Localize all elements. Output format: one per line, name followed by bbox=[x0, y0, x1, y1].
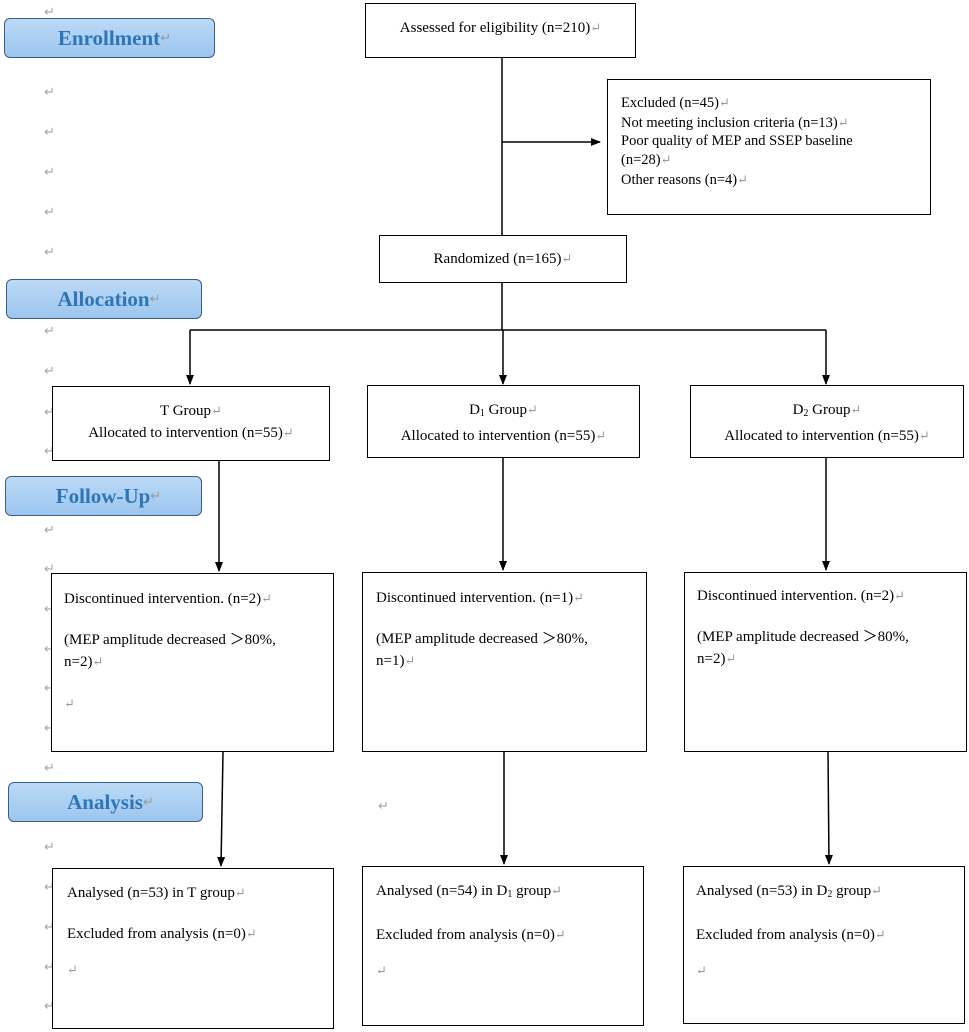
return-mark: ↵ bbox=[44, 601, 55, 616]
d1-group-analysis-box: Analysed (n=54) in D1 group ↵ Excluded fr… bbox=[362, 866, 644, 1026]
stage-enrollment: Enrollment↵ bbox=[4, 18, 215, 58]
arrow-d2-to-analysis bbox=[824, 751, 833, 865]
return-mark: ↵ bbox=[44, 363, 55, 378]
stage-enrollment-label: Enrollment bbox=[57, 25, 161, 50]
d2-group-followup-box: Discontinued intervention. (n=2)↵ (MEP a… bbox=[684, 572, 967, 752]
arrow-t-to-analysis bbox=[217, 751, 226, 867]
d2-group-analysed: Analysed (n=53) in D2 group bbox=[696, 883, 872, 900]
return-mark: ↵ bbox=[44, 959, 55, 974]
d2-group-name: D2 Group bbox=[792, 402, 851, 419]
return-mark: ↵ bbox=[64, 696, 75, 711]
t-group-discontinued: Discontinued intervention. (n=2) bbox=[64, 591, 262, 607]
d1-group-reason: (MEP amplitude decreased ＞80%, bbox=[376, 631, 588, 647]
t-group-reason-count: n=2) bbox=[64, 654, 93, 670]
d1-group-allocated: Allocated to intervention (n=55) bbox=[400, 428, 596, 444]
return-mark: ↵ bbox=[44, 323, 55, 338]
return-mark: ↵ bbox=[44, 164, 55, 179]
return-mark: ↵ bbox=[44, 760, 55, 775]
t-group-followup-box: Discontinued intervention. (n=2) ↵ (MEP a… bbox=[51, 573, 334, 752]
t-group-allocated: Allocated to intervention (n=55) bbox=[88, 425, 283, 441]
return-mark: ↵ bbox=[378, 798, 389, 813]
excluded-box: Excluded (n=45)↵ Not meeting inclusion c… bbox=[607, 79, 931, 215]
return-mark: ↵ bbox=[44, 84, 55, 99]
return-mark: ↵ bbox=[376, 963, 387, 978]
t-group-reason: (MEP amplitude decreased ＞80%, bbox=[64, 632, 276, 648]
stage-analysis-label: Analysis bbox=[67, 789, 143, 814]
d1-group-excluded-analysis: Excluded from analysis (n=0) bbox=[376, 927, 555, 943]
t-group-excluded-analysis: Excluded from analysis (n=0) bbox=[67, 926, 246, 942]
stage-follow-up: Follow-Up↵ bbox=[5, 476, 202, 516]
stage-analysis: Analysis↵ bbox=[8, 782, 203, 822]
return-mark: ↵ bbox=[44, 720, 55, 735]
return-mark: ↵ bbox=[44, 124, 55, 139]
t-group-allocation-box: T Group↵ Allocated to intervention (n=55… bbox=[52, 386, 330, 461]
return-mark: ↵ bbox=[44, 244, 55, 259]
t-group-name: T Group bbox=[160, 403, 212, 419]
return-mark: ↵ bbox=[44, 641, 55, 656]
d2-group-analysis-box: Analysed (n=53) in D2 group ↵ Excluded fr… bbox=[683, 866, 965, 1024]
return-mark: ↵ bbox=[44, 404, 55, 419]
d2-group-reason: (MEP amplitude decreased ＞80%, bbox=[697, 629, 909, 645]
excluded-title: Excluded (n=45) bbox=[621, 95, 719, 111]
stage-allocation-label: Allocation bbox=[57, 286, 150, 311]
return-mark: ↵ bbox=[44, 204, 55, 219]
excluded-reason-baseline-count: (n=28) bbox=[621, 152, 661, 168]
d2-group-allocated: Allocated to intervention (n=55) bbox=[724, 428, 919, 444]
stage-follow-up-label: Follow-Up bbox=[55, 483, 151, 508]
randomized-box: Randomized (n=165)↵ bbox=[379, 235, 627, 283]
return-mark: ↵ bbox=[44, 998, 55, 1013]
return-mark: ↵ bbox=[696, 963, 707, 978]
d2-group-reason-count: n=2) bbox=[697, 651, 726, 667]
return-mark: ↵ bbox=[44, 919, 55, 934]
stage-allocation: Allocation↵ bbox=[6, 279, 202, 319]
return-mark: ↵ bbox=[44, 443, 55, 458]
d1-group-name: D1 Group bbox=[469, 402, 527, 419]
return-mark: ↵ bbox=[44, 522, 55, 537]
excluded-reason-inclusion: Not meeting inclusion criteria (n=13) bbox=[621, 115, 838, 131]
return-mark: ↵ bbox=[44, 879, 55, 894]
d1-group-allocation-box: D1 Group↵ Allocated to intervention (n=5… bbox=[367, 385, 640, 458]
assessed-box: Assessed for eligibility (n=210)↵ bbox=[365, 3, 636, 58]
return-mark: ↵ bbox=[44, 4, 55, 19]
return-mark: ↵ bbox=[67, 962, 78, 977]
return-mark: ↵ bbox=[44, 680, 55, 695]
d1-group-reason-count: n=1) bbox=[376, 653, 405, 669]
return-mark: ↵ bbox=[44, 839, 55, 854]
d1-group-discontinued: Discontinued intervention. (n=1) bbox=[376, 590, 574, 606]
assessed-text: Assessed for eligibility (n=210) bbox=[399, 20, 591, 36]
d1-group-followup-box: Discontinued intervention. (n=1)↵ (MEP a… bbox=[362, 572, 647, 752]
t-group-analysed: Analysed (n=53) in T group bbox=[67, 885, 235, 901]
d2-group-allocation-box: D2 Group↵ Allocated to intervention (n=5… bbox=[690, 385, 964, 458]
d2-group-discontinued: Discontinued intervention. (n=2) bbox=[697, 588, 895, 604]
excluded-reason-other: Other reasons (n=4) bbox=[621, 172, 738, 188]
d2-group-excluded-analysis: Excluded from analysis (n=0) bbox=[696, 927, 875, 943]
d1-group-analysed: Analysed (n=54) in D1 group bbox=[376, 883, 552, 900]
randomized-text: Randomized (n=165) bbox=[433, 251, 562, 267]
t-group-analysis-box: Analysed (n=53) in T group ↵ Excluded fro… bbox=[52, 868, 334, 1029]
excluded-reason-baseline: Poor quality of MEP and SSEP baseline bbox=[621, 133, 853, 149]
return-mark: ↵ bbox=[44, 561, 55, 576]
